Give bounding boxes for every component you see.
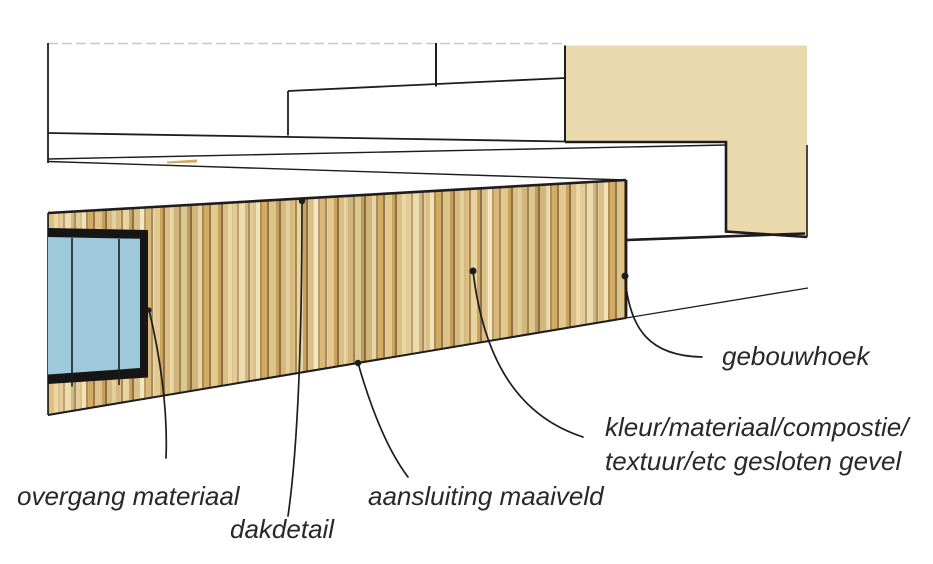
label-gebouwhoek: gebouwhoek [722,341,871,371]
distant-roof-sliver [167,159,197,164]
facade-top-edge [47,178,627,215]
label-gesloten-gevel-line1: kleur/materiaal/compostie/ [605,412,911,442]
wood-facade [47,178,628,416]
facade-bottom-edge [47,317,627,416]
anchor-dot-overgang-materiaal [146,307,152,313]
leader-line-dakdetail [287,200,303,517]
label-gesloten-gevel-line2: textuur/etc gesloten gevel [605,446,903,476]
window [48,228,148,387]
beige-building [564,45,808,242]
annotation-overgang-materiaal: overgang materiaal [17,307,241,511]
leader-line-gebouwhoek [624,275,703,358]
window-glass [48,237,140,375]
anchor-dot-gesloten-gevel [469,267,477,275]
leader-line-overgang-materiaal [148,309,168,459]
rear-ground-line [626,232,806,242]
label-overgang-materiaal: overgang materiaal [17,481,241,511]
anchor-dot-aansluiting-maaiveld [354,359,362,367]
wood-facade-stripe-variation [48,180,626,415]
ground-line [625,287,809,319]
far-roofline [47,144,727,160]
label-dakdetail: dakdetail [230,514,335,544]
upper-roofline [287,77,566,92]
label-aansluiting-maaiveld: aansluiting maaiveld [368,481,605,511]
mid-roofline [47,132,566,143]
annotation-dakdetail: dakdetail [230,197,335,544]
annotation-aansluiting-maaiveld: aansluiting maaiveld [354,359,605,511]
anchor-dot-gebouwhoek [621,272,629,280]
leader-line-aansluiting-maaiveld [357,362,409,478]
annotation-gesloten-gevel: kleur/materiaal/compostie/ textuur/etc g… [469,267,911,476]
annotation-gebouwhoek: gebouwhoek [621,272,871,371]
leader-line-gesloten-gevel [472,270,584,438]
rear-roof-edge [47,160,627,181]
background-buildings [47,42,727,181]
anchor-dot-dakdetail [298,197,306,205]
